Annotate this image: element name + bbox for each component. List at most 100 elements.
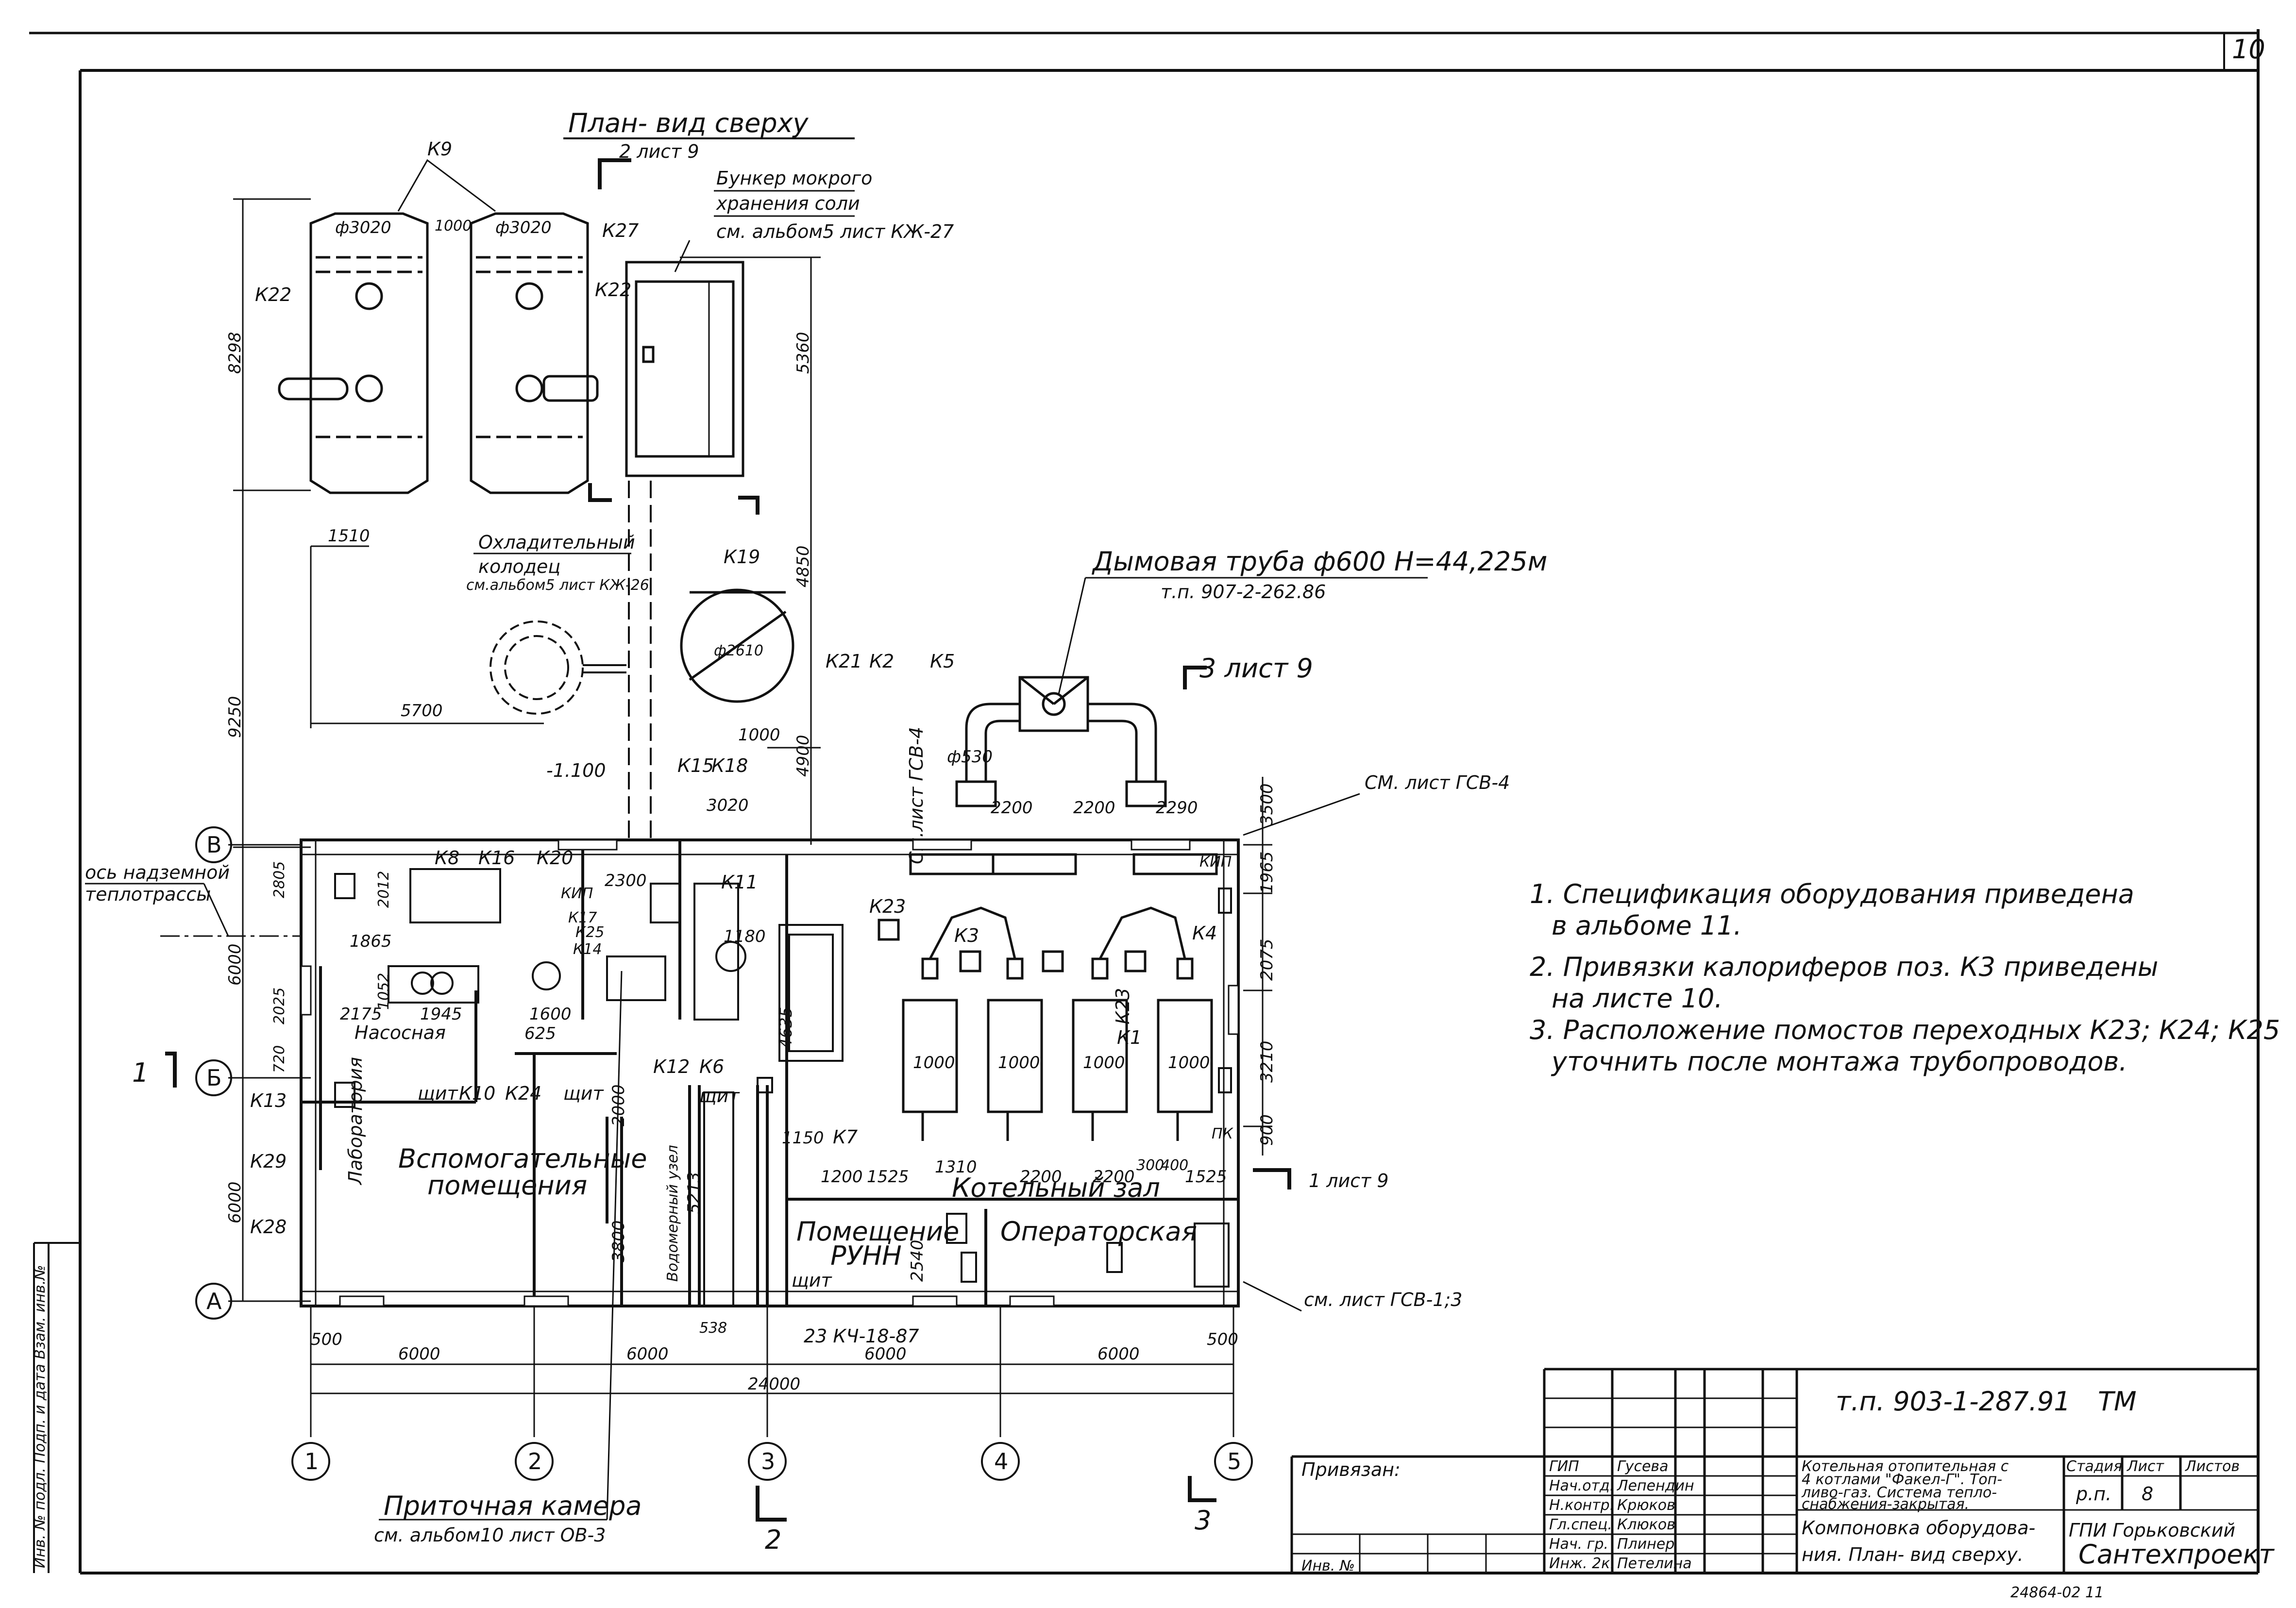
dim-d1510: 1510	[328, 526, 370, 546]
label-k8: К8	[435, 847, 459, 869]
tb-name-1: Гусева	[1617, 1458, 1668, 1475]
label-k22a: К22	[255, 284, 291, 305]
callout-cooler: Охладительный колодец см.альбом5 лист КЖ…	[466, 532, 649, 594]
tb-project-3: ливо-газ. Система тепло-	[1801, 1484, 1997, 1501]
label-k23b: К23	[1112, 988, 1133, 1024]
label-k28: К28	[250, 1216, 287, 1238]
dim-d3210: 3210	[1257, 1040, 1277, 1083]
tb-org-1: ГПИ Горьковский	[2069, 1520, 2235, 1541]
svg-text:2: 2	[528, 1448, 542, 1474]
room-panel-4: щит	[563, 1083, 604, 1104]
boilers	[878, 853, 1218, 1141]
dim-d2200d: 2200	[1093, 1167, 1135, 1187]
tb-sheets-h: Листов	[2185, 1458, 2240, 1475]
label-k10: К10	[459, 1083, 495, 1104]
dim-d5213: 5213	[684, 1172, 704, 1214]
dim-d1000b: 1000	[738, 725, 780, 745]
building-windows	[300, 839, 1239, 1307]
svg-text:Приточная камера: Приточная камера	[384, 1491, 642, 1521]
room-panel-2: щит	[792, 1270, 832, 1291]
dim-d2200b: 2200	[1073, 798, 1115, 818]
tb-org-2: Сантехпроект	[2078, 1539, 2275, 1570]
dim-d2610: ф2610	[714, 642, 763, 659]
axis-bubble-col-1: 1	[291, 1442, 330, 1481]
label-k15: К15	[677, 755, 714, 776]
dim-d538: 538	[699, 1320, 727, 1337]
label-k18: К18	[711, 755, 748, 776]
svg-text:3: 3	[761, 1448, 775, 1474]
dim-d1052: 1052	[375, 973, 392, 1010]
room-panel-3: щит	[418, 1083, 458, 1104]
axis-bubble-row-b: Б	[195, 1059, 232, 1096]
label-k23: К23	[869, 896, 906, 917]
dim-d1945: 1945	[420, 1005, 462, 1024]
label-k17: К17	[568, 909, 597, 926]
dim-d2175: 2175	[340, 1005, 382, 1024]
dim-bay3: 6000	[864, 1344, 907, 1364]
dim-d1525: 1525	[867, 1167, 909, 1187]
dim-d1000f: 1000	[1168, 1053, 1210, 1072]
svg-text:Бункер мокрого: Бункер мокрого	[716, 168, 872, 189]
dim-d3020a: ф3020	[335, 218, 391, 237]
dim-d625: 625	[524, 1024, 556, 1043]
tb-name-4: Клюков	[1617, 1516, 1675, 1533]
plan-title: План- вид сверху	[568, 108, 809, 138]
label-k11: К11	[721, 871, 758, 893]
tb-role-4: Гл.спец.	[1549, 1516, 1612, 1533]
tb-name-5: Плинер	[1617, 1536, 1674, 1553]
svg-text:1: 1	[132, 1057, 149, 1088]
room-rum-2: РУНН	[830, 1240, 902, 1271]
svg-text:3. Расположение помостов перех: 3. Расположение помостов переходных К23;…	[1530, 1015, 2280, 1045]
svg-text:т.п. 907-2-262.86: т.п. 907-2-262.86	[1161, 581, 1326, 603]
svg-text:2 лист 9: 2 лист 9	[619, 141, 699, 162]
tb-bound: Привязан:	[1301, 1459, 1401, 1480]
svg-text:3 лист 9: 3 лист 9	[1199, 653, 1313, 684]
dim-d9250: 9250	[225, 696, 245, 738]
room-boiler-hall: Котельный зал	[952, 1172, 1160, 1203]
svg-text:В: В	[206, 832, 222, 858]
chimney	[955, 676, 1167, 807]
label-k9: К9	[427, 138, 452, 160]
svg-text:см.альбом5 лист КЖ-26: см.альбом5 лист КЖ-26	[466, 577, 649, 594]
dim-d500a: 500	[311, 1330, 342, 1349]
inner-equipment	[334, 868, 1232, 1307]
dim-d4850: 4850	[793, 545, 813, 587]
callout-heat-route: ось надземной теплотрассы	[85, 862, 301, 937]
dim-d1865: 1865	[350, 932, 392, 951]
sub-ref: 23 КЧ-18-87	[804, 1325, 919, 1347]
callout-gsv13: см. лист ГСВ-1;3	[1243, 1281, 1462, 1312]
tb-archive: 24864-02 11	[2010, 1584, 2104, 1601]
tb-name-2: Лепендин	[1617, 1477, 1694, 1494]
dim-d1000d: 1000	[998, 1053, 1040, 1072]
section-mark-1-left: 1	[132, 1052, 177, 1088]
dim-d1200: 1200	[821, 1167, 863, 1187]
section-mark-2-bottom: 2	[756, 1486, 787, 1555]
dim-d2805: 2805	[271, 861, 288, 898]
tb-role-5: Нач. гр.	[1549, 1536, 1608, 1553]
label-kip1: КИП	[561, 885, 593, 902]
sheet-number: 10	[2232, 34, 2265, 65]
label-k21: К21	[826, 651, 862, 672]
right-dim-upper	[680, 256, 821, 845]
tb-code: т.п. 903-1-287.91	[1836, 1386, 2071, 1417]
room-operator: Операторская	[1000, 1216, 1197, 1247]
dim-d3800: 3800	[609, 1220, 628, 1262]
dim-total: 24000	[748, 1374, 800, 1394]
dim-d1000c: 1000	[913, 1053, 955, 1072]
svg-text:1. Спецификация оборудования п: 1. Спецификация оборудования приведена	[1530, 879, 2134, 909]
callout-supply-chamber: Приточная камера см. альбом10 лист ОВ-3	[374, 971, 642, 1546]
tb-role-6: Инж. 2к.	[1549, 1555, 1615, 1572]
dim-d1180: 1180	[724, 927, 766, 946]
axis-bubble-col-2: 2	[515, 1442, 554, 1481]
svg-text:5: 5	[1227, 1448, 1241, 1474]
svg-text:Дымовая труба ф600 Н=44,225м: Дымовая труба ф600 Н=44,225м	[1092, 546, 1547, 577]
tb-inv: Инв. №	[1301, 1558, 1355, 1574]
axis-bubble-col-3: 3	[748, 1442, 787, 1481]
label-k29: К29	[250, 1151, 287, 1172]
tank-k19	[680, 588, 794, 703]
tb-stage-h: Стадия	[2066, 1458, 2122, 1475]
label-k14: К14	[573, 941, 602, 958]
room-water-node: Водомерный узел	[664, 1145, 681, 1282]
dim-d400: 400	[1161, 1157, 1188, 1174]
